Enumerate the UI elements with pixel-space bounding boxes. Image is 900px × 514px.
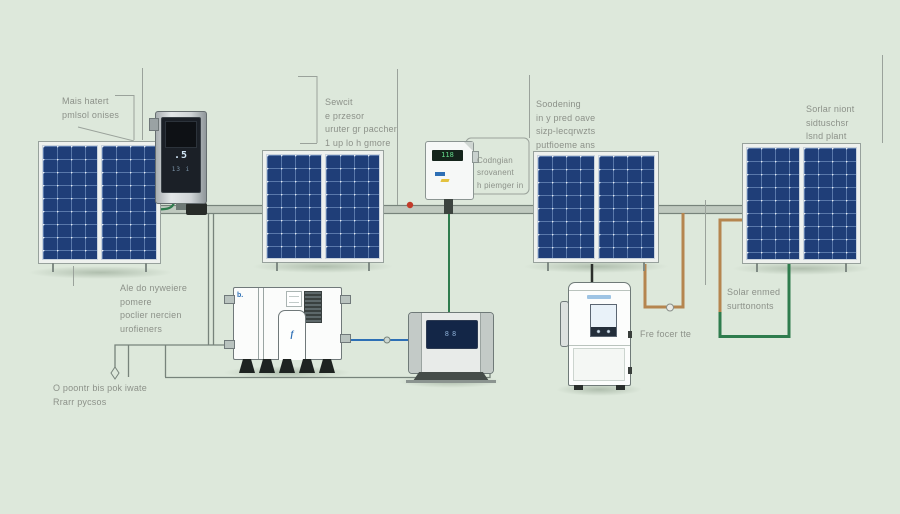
latch [628,331,632,338]
label-array4-top: Sorlar niont sidtuschsr lsnd plant [806,104,855,141]
monitor-face: .5 13 i [161,117,201,193]
label-array3-top: Soodening in y pred oave sizp-lecqrwzts … [536,99,596,150]
label-loop-right: Solar enmed surttononts [727,287,781,311]
wire-connector [666,303,674,312]
label-array1-top: Mais hatert pmlsol onises [62,96,120,120]
panel-leg [643,262,645,271]
solar-panel-array-4 [742,143,861,272]
panel-leg [845,263,847,272]
inverter-unit: 88 [406,312,496,383]
logo-mark [435,172,445,176]
side-handle [560,301,569,347]
cabinet-top-seam [569,290,630,291]
lower-compartment [573,348,625,381]
cabinet-foot [616,385,625,390]
transformer-foot [279,359,295,373]
transformer-foot [299,359,315,373]
solar-panel-array-2 [262,150,384,271]
ground-shadow [523,260,669,273]
logo-mark [440,179,450,182]
transformer-unit: b. f [224,287,351,373]
vent-grille [304,291,322,323]
brand-label [587,295,611,299]
wall-charging-monitor: .5 13 i [149,111,207,210]
red-indicator [406,201,414,209]
inverter-screen: 88 [426,320,478,349]
panel-leg [276,262,278,271]
panel-leg [145,263,147,272]
inline-connector [383,336,391,344]
charge-controller: 118 [425,141,479,214]
solar-panel [324,154,380,259]
bottom-connector [444,199,453,214]
solar-panel [597,155,655,259]
label-array2-top: Sewcit e przesor uruter gr paccher 1 up … [325,97,397,148]
door-seam [569,345,630,346]
monitor-subreadout: 13 i [171,166,191,173]
label-controller: Codngian srovanent h piemger in [477,156,524,190]
monitor-readout: .5 [173,150,189,161]
solar-panel [537,155,595,259]
cable-outlet [176,203,186,210]
side-mark: b. [237,292,244,299]
flange-bolt [340,334,351,343]
inverter-side-panel [409,313,422,373]
transformer-foot [239,359,255,373]
arrow-diamond [110,366,120,380]
battery-cabinet [560,282,632,390]
bushing-tower: f [278,310,306,360]
monitor-screen [165,121,197,148]
inverter-side-panel [480,313,493,373]
inverter-baseplate [406,380,496,383]
panel-leg [756,263,758,272]
solar-panel-array-1 [38,141,161,272]
flange-bolt [224,340,235,349]
panel-seam [258,288,264,359]
panel-leg [547,262,549,271]
conduit-coupler [186,203,207,215]
fold-corner [464,142,473,151]
label-array1-bottom: Ale do nyweiere pomere poclier nercien u… [120,283,188,334]
solar-panel [746,147,800,260]
panel-leg [52,263,54,272]
transformer-foot [319,359,335,373]
cabinet-foot [574,385,583,390]
transformer-foot [259,359,275,373]
ground-shadow [28,266,173,279]
controller-display: 118 [432,150,463,161]
solar-panel [42,145,98,260]
solar-panel [803,147,857,260]
label-battery-right: Fre focer tte [640,329,692,339]
nameplate [286,291,302,307]
battery-screen [590,304,617,337]
panel-leg [368,262,370,271]
solar-panel-array-3 [533,151,659,271]
flange-bolt [224,295,235,304]
flange-bolt [340,295,351,304]
solar-panel [101,145,157,260]
ground-shadow [252,260,394,273]
mount-bracket [149,118,159,131]
latch [628,367,632,374]
solar-panel [266,154,322,259]
label-ground-left: O poontr bis pok iwate Rrarr pycsos [53,383,147,407]
